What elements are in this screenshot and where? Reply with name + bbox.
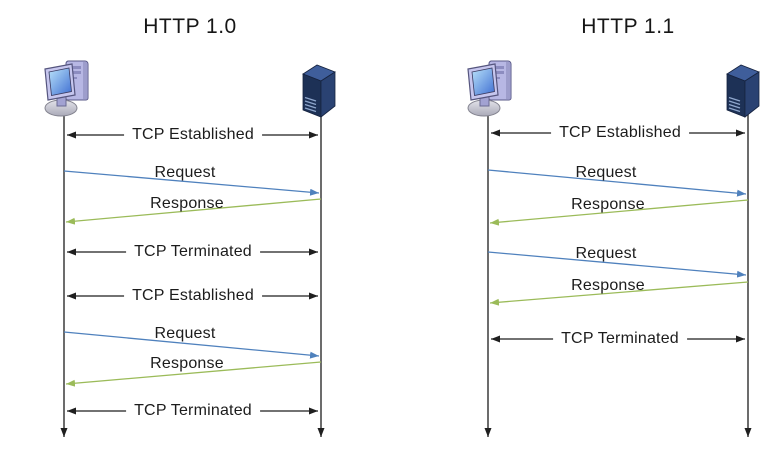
arrow-label-response: Response [150,195,224,212]
http10-title: HTTP 1.0 [143,15,237,38]
desktop-computer-icon [44,60,89,117]
arrow-label-tcp-terminated: TCP Terminated [553,329,687,349]
arrow-label-response: Response [571,196,645,213]
arrow-label-request: Request [154,325,216,342]
desktop-computer-icon [467,60,512,117]
http10-response-2-arrow [65,361,322,387]
http10-request-1-arrow [63,170,320,196]
http11-response-2-arrow [489,281,749,306]
arrow-label-tcp-established: TCP Established [124,286,262,306]
http11-request-1-arrow [487,169,747,197]
http10-response-1-arrow [65,198,322,225]
arrow-label-response: Response [571,277,645,294]
server-tower-icon [302,64,336,118]
arrow-label-tcp-terminated: TCP Terminated [126,401,260,421]
arrow-label-tcp-established: TCP Established [551,123,689,143]
arrow-label-response: Response [150,355,224,372]
http10-request-2-arrow [63,331,320,359]
http11-title: HTTP 1.1 [581,15,675,38]
http11-response-1-arrow [489,199,749,226]
arrow-label-tcp-terminated: TCP Terminated [126,242,260,262]
arrow-label-request: Request [154,164,216,181]
server-tower-icon [726,64,760,118]
arrow-label-request: Request [575,245,637,262]
arrow-label-tcp-established: TCP Established [124,125,262,145]
http11-request-2-arrow [487,251,747,278]
arrow-label-request: Request [575,164,637,181]
